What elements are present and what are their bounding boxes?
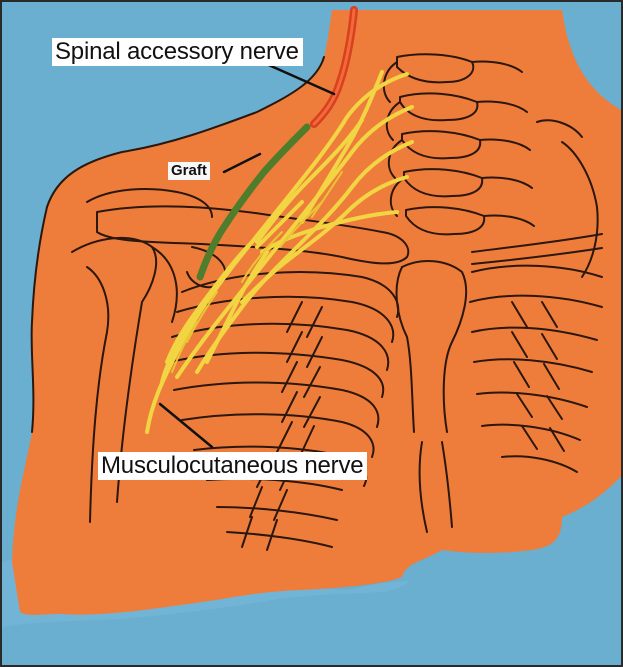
body-silhouette bbox=[12, 10, 623, 615]
musculocutaneous-nerve-label: Musculocutaneous nerve bbox=[98, 452, 367, 480]
graft-label: Graft bbox=[168, 162, 210, 180]
spinal-accessory-nerve-label: Spinal accessory nerve bbox=[52, 38, 303, 66]
